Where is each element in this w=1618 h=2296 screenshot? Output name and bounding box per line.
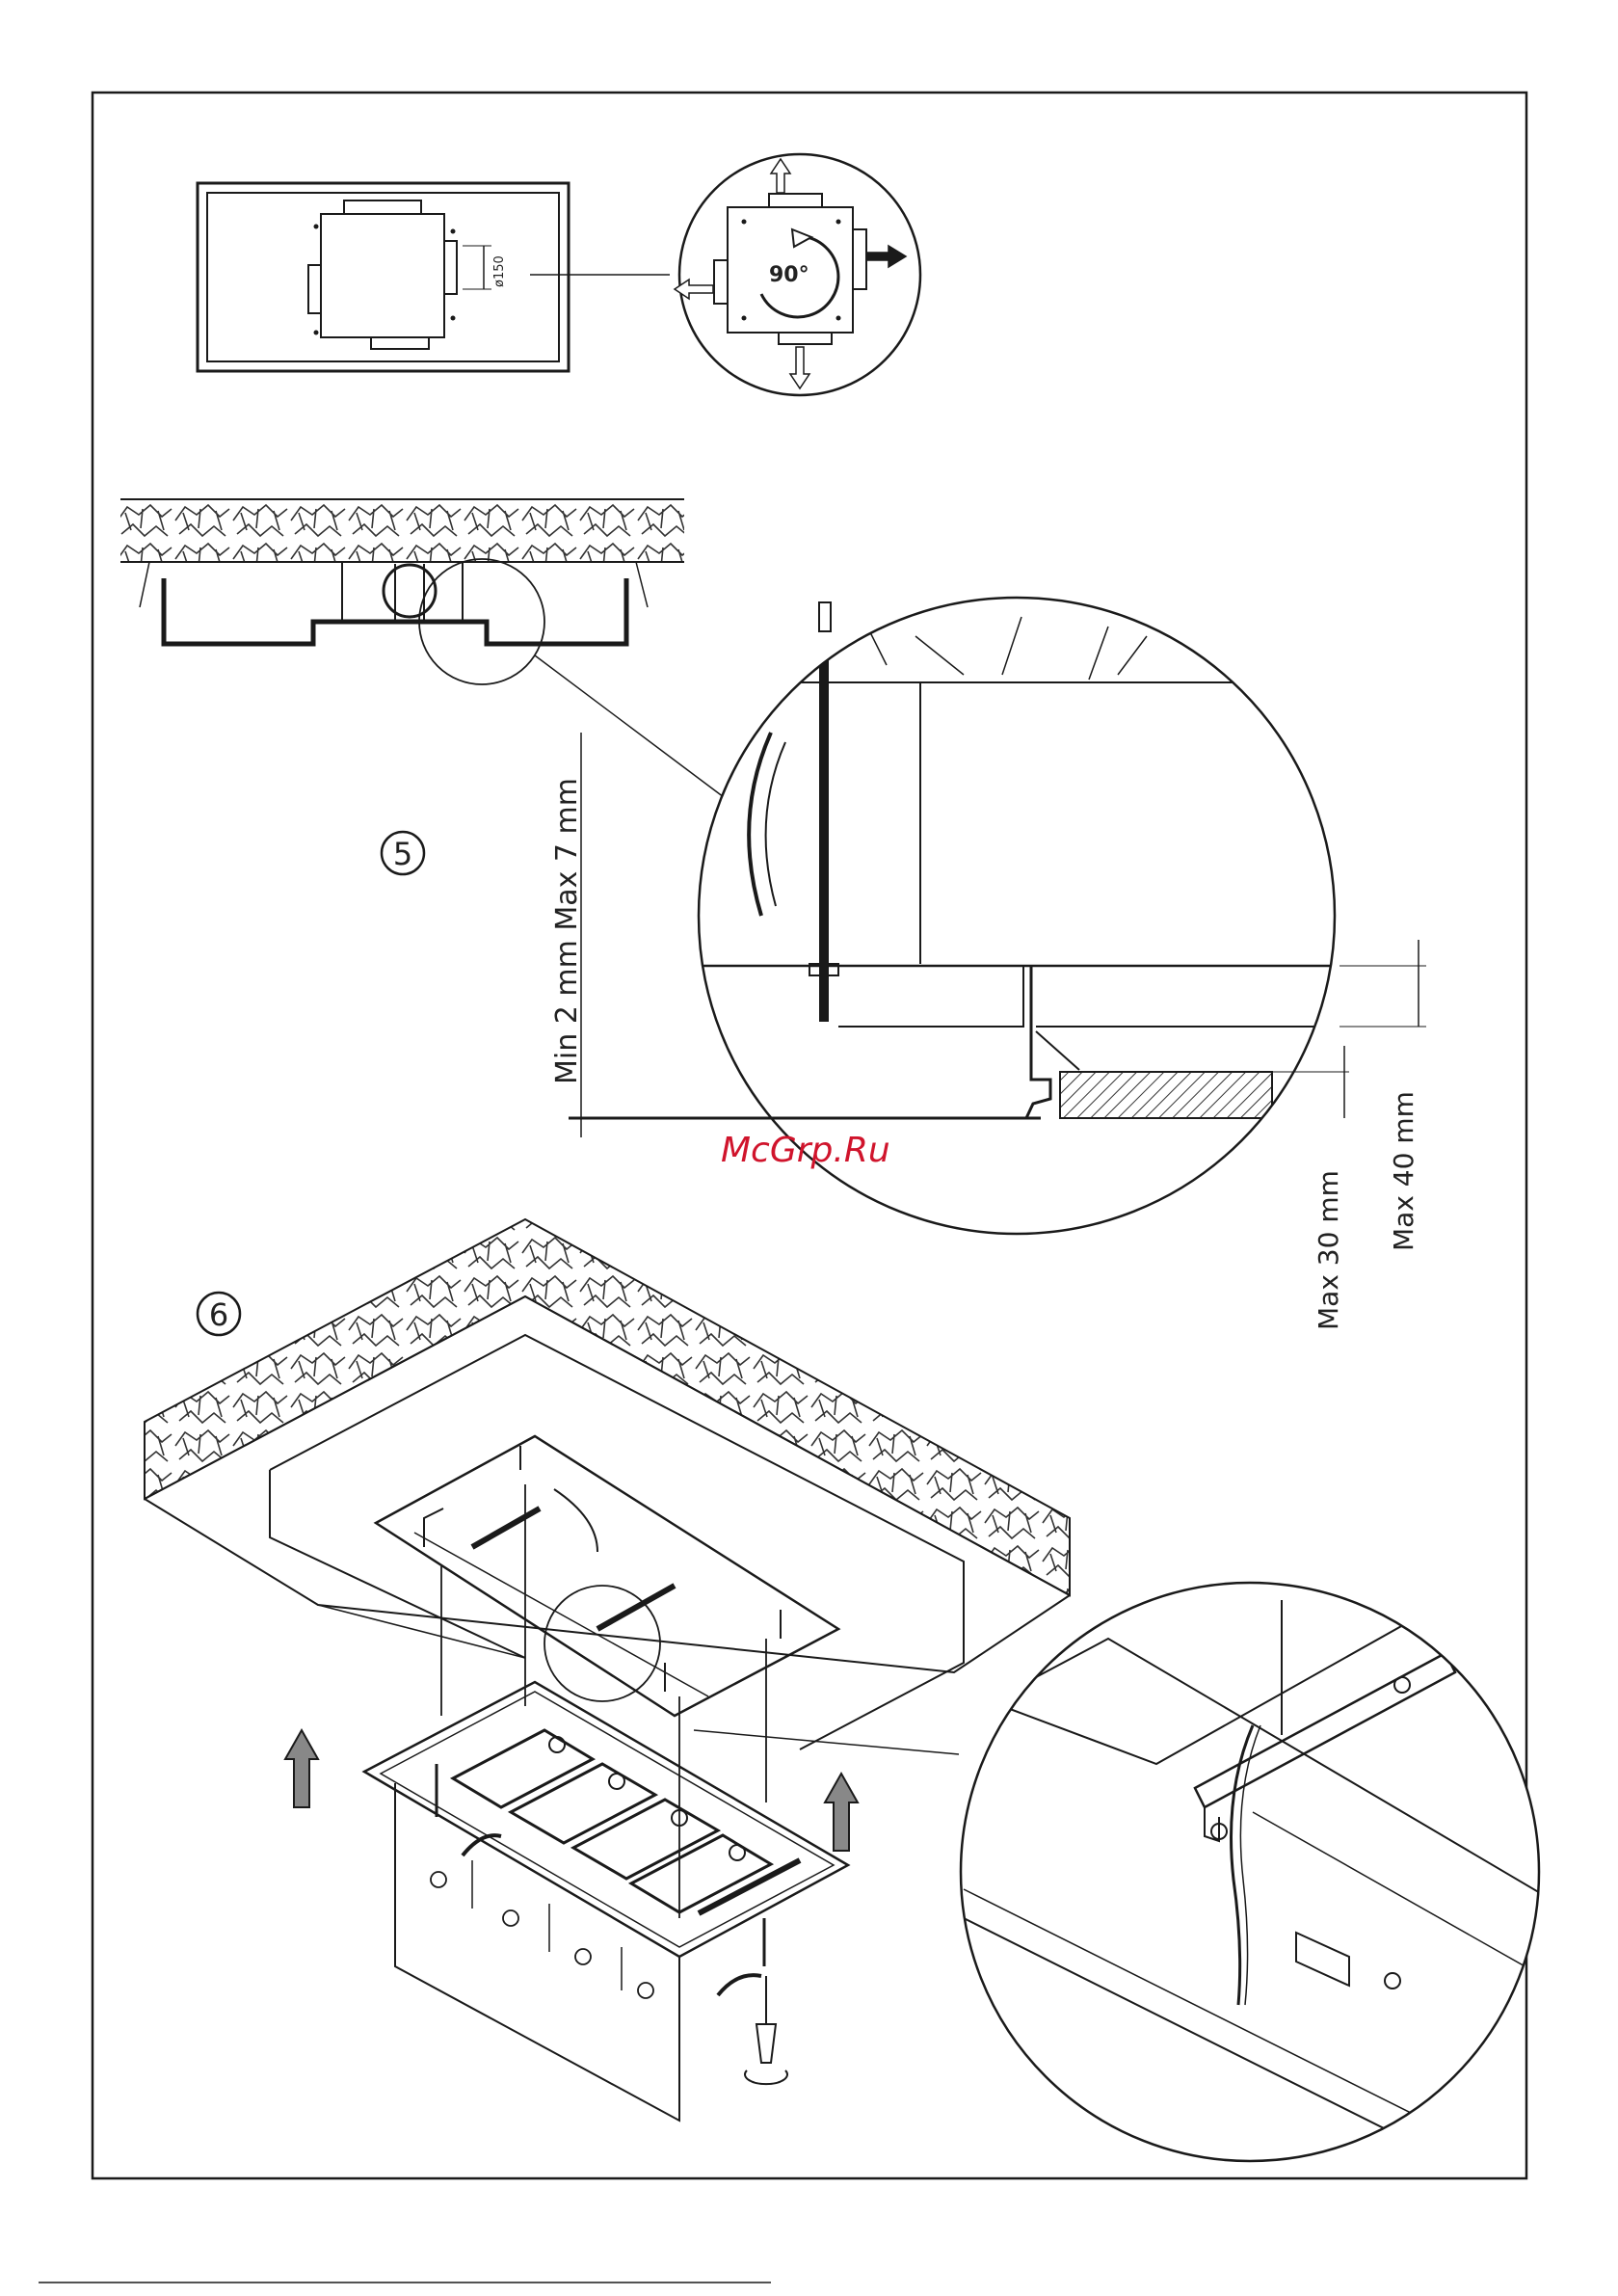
watermark: McGrp.Ru xyxy=(721,1131,890,1170)
step-number-5: 5 xyxy=(393,836,412,872)
figure-6-hood xyxy=(364,1682,848,2121)
arrow-right-icon xyxy=(867,246,906,267)
dimension-label-max-30: Max 30 mm xyxy=(1313,1170,1344,1330)
arrow-down-icon xyxy=(790,347,809,388)
rotate-arrow-icon xyxy=(718,1975,761,1995)
arrow-up-icon xyxy=(285,1730,318,1807)
leader-line xyxy=(694,1730,959,1754)
rotation-label: 90° xyxy=(769,263,809,287)
arrow-up-icon xyxy=(771,159,790,193)
dimension-label-max-40: Max 40 mm xyxy=(1388,1091,1419,1251)
hood-plan-view xyxy=(198,183,670,371)
rotate-arrow-icon xyxy=(463,1835,501,1855)
dimension-label-min-max: Min 2 mm Max 7 mm xyxy=(550,778,584,1084)
diameter-label: ø150 xyxy=(492,255,507,287)
figure-5-section xyxy=(120,499,728,800)
figure-6-ceiling xyxy=(145,1219,1070,1754)
step-number-6: 6 xyxy=(209,1296,228,1333)
figure-6-detail-circle xyxy=(961,1583,1542,2207)
arrow-up-icon xyxy=(825,1774,858,1851)
